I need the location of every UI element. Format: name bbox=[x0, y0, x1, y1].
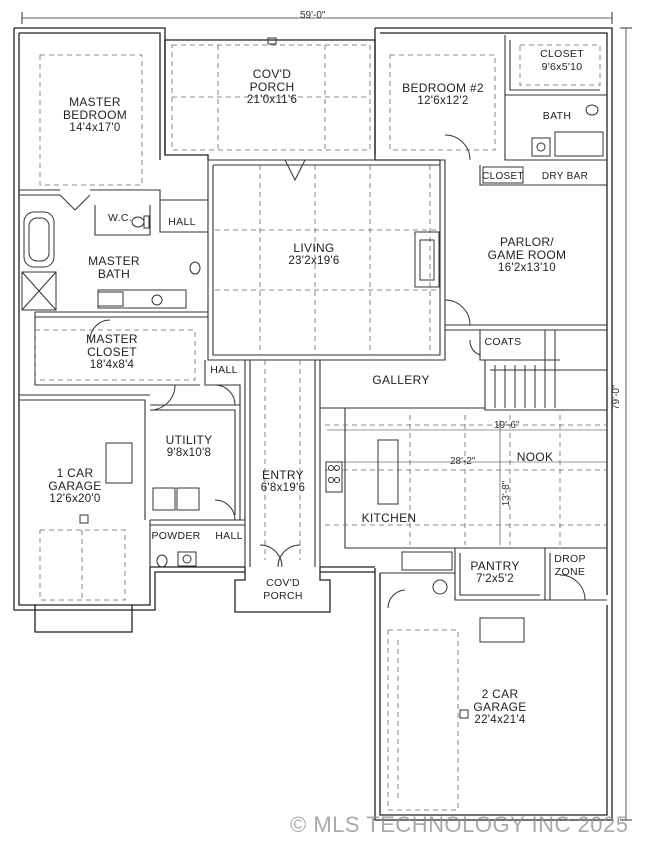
room-utility: UTILITY 9'8x10'8 bbox=[166, 434, 213, 460]
room-name: NOOK bbox=[516, 450, 554, 464]
room-name: GALLERY bbox=[372, 373, 430, 387]
room-dims: 18'4x8'4 bbox=[89, 359, 135, 371]
watermark: © MLS TECHNOLOGY INC 2025 bbox=[290, 812, 629, 837]
room-name: PORCH bbox=[263, 590, 303, 602]
room-name: HALL bbox=[168, 216, 196, 228]
room-dims: 9'6x5'10 bbox=[541, 61, 583, 73]
room-name: COV'D bbox=[266, 577, 300, 589]
room-hall-1: HALL bbox=[168, 216, 195, 229]
room-name: PANTRY bbox=[470, 559, 520, 573]
room-covd-porch-front: COV'D PORCH bbox=[263, 577, 302, 603]
room-hall-3: HALL bbox=[215, 530, 242, 543]
room-name: MASTER bbox=[69, 95, 121, 109]
room-name: ENTRY bbox=[262, 468, 304, 482]
room-name: BEDROOM #2 bbox=[402, 81, 484, 95]
kitchen-dim-depth: 13'-8" bbox=[501, 480, 513, 507]
room-name: COV'D bbox=[252, 67, 292, 81]
room-hall-2: HALL bbox=[210, 364, 237, 377]
room-name: W.C. bbox=[108, 212, 132, 224]
room-dims: 12'6x12'2 bbox=[417, 95, 469, 107]
room-dry-bar: DRY BAR bbox=[542, 170, 588, 183]
room-dims: 9'8x10'8 bbox=[166, 447, 212, 459]
room-wc: W.C. bbox=[108, 212, 132, 225]
room-name: BATH bbox=[542, 110, 572, 122]
room-name: PORCH bbox=[249, 80, 295, 94]
room-name: CLOSET bbox=[87, 345, 137, 359]
room-garage-2: 2 CAR GARAGE 22'4x21'4 bbox=[473, 688, 526, 727]
room-name: HALL bbox=[210, 364, 238, 376]
room-living: LIVING 23'2x19'6 bbox=[288, 242, 339, 268]
room-master-bedroom: MASTER BEDROOM 14'4x17'0 bbox=[63, 96, 127, 135]
room-name: DRY BAR bbox=[541, 171, 589, 182]
room-name: MASTER bbox=[86, 332, 138, 346]
overall-depth-label: 79'-0" bbox=[611, 384, 622, 410]
room-coats: COATS bbox=[485, 336, 522, 349]
room-name: CLOSET bbox=[482, 171, 524, 182]
room-dims: 22'4x21'4 bbox=[474, 714, 526, 726]
room-drop-zone: DROP ZONE bbox=[554, 553, 586, 579]
room-kitchen: KITCHEN bbox=[362, 512, 417, 525]
room-garage-1: 1 CAR GARAGE 12'6x20'0 bbox=[48, 467, 101, 506]
room-closet-bedroom-2: CLOSET 9'6x5'10 bbox=[540, 48, 584, 74]
room-name: UTILITY bbox=[165, 433, 213, 447]
room-nook: NOOK bbox=[517, 451, 554, 464]
room-dims: 14'4x17'0 bbox=[69, 122, 121, 134]
room-name: GARAGE bbox=[473, 700, 527, 714]
room-dims: 21'0x11'6 bbox=[246, 94, 298, 106]
room-gallery: GALLERY bbox=[372, 374, 429, 387]
room-name: BEDROOM bbox=[62, 108, 128, 122]
room-name: PARLOR/ bbox=[500, 235, 554, 249]
room-name: BATH bbox=[97, 267, 131, 281]
room-name: DROP bbox=[554, 553, 586, 565]
room-entry: ENTRY 6'8x19'6 bbox=[261, 469, 306, 495]
room-parlor-game-room: PARLOR/ GAME ROOM 16'2x13'10 bbox=[488, 236, 567, 275]
room-dims: 12'6x20'0 bbox=[49, 493, 101, 505]
room-dims: 6'8x19'6 bbox=[260, 482, 306, 494]
room-master-closet: MASTER CLOSET 18'4x8'4 bbox=[86, 333, 138, 372]
room-pantry: PANTRY 7'2x5'2 bbox=[470, 560, 519, 586]
room-name: 2 CAR bbox=[481, 687, 519, 701]
room-name: ZONE bbox=[554, 566, 586, 578]
room-dims: 23'2x19'6 bbox=[288, 255, 340, 267]
room-name: MASTER bbox=[88, 254, 140, 268]
room-bath: BATH bbox=[543, 110, 571, 123]
room-powder: POWDER bbox=[151, 530, 200, 543]
room-name: 1 CAR bbox=[56, 466, 94, 480]
room-name: GAME ROOM bbox=[487, 248, 567, 262]
room-covd-porch-rear: COV'D PORCH 21'0x11'6 bbox=[247, 68, 297, 107]
room-name: COATS bbox=[484, 336, 522, 348]
room-name: GARAGE bbox=[48, 479, 102, 493]
room-closet-small: CLOSET bbox=[482, 170, 524, 183]
room-dims: 7'2x5'2 bbox=[476, 573, 514, 585]
room-name: CLOSET bbox=[540, 48, 584, 60]
overall-width-label: 59'-0" bbox=[300, 10, 326, 21]
room-name: POWDER bbox=[151, 530, 201, 542]
kitchen-dim-length: 28'-2" bbox=[450, 456, 476, 467]
room-name: HALL bbox=[215, 530, 243, 542]
room-master-bath: MASTER BATH bbox=[88, 255, 140, 281]
room-name: KITCHEN bbox=[361, 511, 417, 525]
room-name: LIVING bbox=[293, 241, 335, 255]
room-bedroom-2: BEDROOM #2 12'6x12'2 bbox=[402, 82, 484, 108]
kitchen-dim-width: 19'-6" bbox=[494, 420, 520, 431]
room-dims: 16'2x13'10 bbox=[498, 262, 556, 274]
